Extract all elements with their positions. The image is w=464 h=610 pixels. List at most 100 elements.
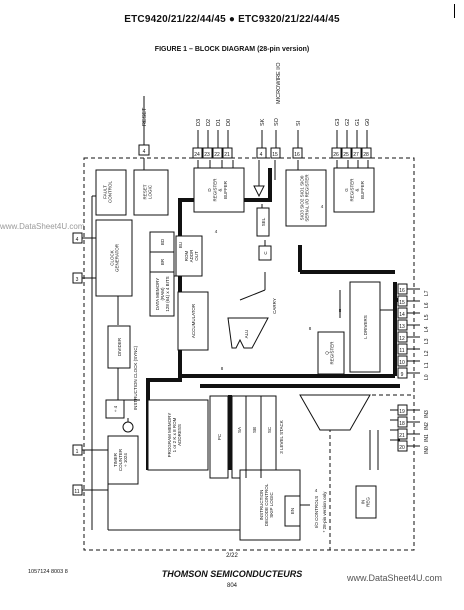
pin-left-top [72,232,83,244]
pin-num: 26 [333,152,339,158]
pin-num: 16 [399,288,405,294]
accumulator-block [177,291,209,351]
div4-label: ÷ 4 [113,405,118,412]
pin-num: 19 [399,409,405,415]
label-l2: L2 [424,350,430,356]
alu-label: ALU [244,330,249,339]
sb-label: SB [252,427,257,433]
clock-generator-label: CLOCKGENERATOR [109,243,119,272]
pin-num: 4 [260,152,263,158]
pin-num: 9 [401,372,404,378]
accumulator-label: ACCUMULATOR [191,303,196,338]
pin-num: 21 [224,152,230,158]
pin-num: 4 [143,149,146,155]
pin28-region [329,394,415,551]
label-d2: D2 [206,119,212,126]
label-l3: L3 [424,338,430,344]
alu-shape [227,317,269,349]
label-d3: D3 [196,119,202,126]
instruction-decode-label: INSTRUCTIONDECODE CONTROLSKIP LOGIC [259,483,274,526]
carry-label: CARRY [272,298,277,314]
footer-page-code: 804 [226,583,237,589]
pin-num: 12 [399,336,405,342]
pin-num: 22 [214,152,220,158]
label-l7: L7 [424,290,430,296]
en-block [284,495,301,527]
pc-label: PC [217,433,222,440]
stack-block [231,395,277,479]
watermark-left: www.DataSheet4U.com [0,222,85,231]
watermark-right: www.DataSheet4U.com [347,573,443,583]
l-drivers-block [349,281,381,373]
sc-label: SC [267,426,272,433]
pin-num: 14 [399,312,405,318]
g-register-label: GREGISTER&BUFFER [344,178,365,202]
bus-width-label: 4 [321,204,324,209]
pin-num: 15 [399,300,405,306]
d-register-label: DREGISTER&BUFFER [207,178,228,202]
clock-generator-block [95,219,133,297]
br-label: BR [160,258,165,265]
bu-label: BU [178,242,183,248]
data-memory-label: DATA MEMORY(RAM)128 (64) x 4 BITS [155,276,170,311]
instruction-clock-label: INSTRUCTION CLOCK (SYNC) [133,345,138,410]
pin-num: 3 [76,277,79,283]
pin-num: 28 [363,152,369,158]
fault-control-label: FAULTCONTROL [102,181,112,203]
label-g1: G1 [355,119,361,126]
label-in3: IN3 [424,410,430,418]
junction-icon [122,421,134,433]
bd-label: BD [160,238,165,245]
reset-logic-label: RESETLOGIC [142,184,152,199]
pin-left-mid [72,272,83,284]
pin-num: 10 [399,360,405,366]
pin-num: 16 [294,152,300,158]
pin-num: 18 [399,421,405,427]
sel-label: SEL [261,217,266,226]
label-in0: IN0 [424,446,430,454]
bus-width-label: 4 [215,229,218,234]
program-memory-block [147,399,209,471]
stack-label: 3 LEVEL STACK [279,420,284,454]
bus-width-label: 8 [221,366,224,371]
pin-num: 15 [272,152,278,158]
divider-label: DIVIDER [117,337,122,356]
label-g0: G0 [365,119,371,126]
pin-num: 27 [353,152,359,158]
page-header-title: ETC9420/21/22/44/45 ● ETC9320/21/22/44/4… [124,14,340,25]
pin-num: 25 [343,152,349,158]
sk-buffer-icon [253,185,265,198]
input-mux-shape [299,394,371,431]
pin-num: 23 [204,152,210,158]
en-label: EN [290,508,295,514]
fault-control-block [95,169,127,216]
pin-left-b [72,484,83,496]
label-l5: L5 [424,314,430,320]
q-register-label: QREGISTER [324,341,334,365]
label-in1: IN1 [424,434,430,442]
pin-num: 20 [399,445,405,451]
divider-block [107,325,131,369]
label-microwire: MICROWIRE I/O [276,62,282,104]
sa-label: SA [237,427,242,433]
page-number: 2/22 [226,553,238,559]
sel-block [256,207,270,237]
label-d1: D1 [216,119,222,126]
version-note-label: * 28-pin version only [322,491,327,533]
d-register-block [193,167,245,213]
label-g2: G2 [345,119,351,126]
in-reg-label: INREG [360,497,370,507]
footer-code-left: 1057124 8003 8 [28,569,68,575]
label-g3: G3 [335,119,341,126]
pc-block [209,395,229,479]
bus-width-label: 4 [315,488,318,493]
label-l0: L0 [424,374,430,380]
pin-num: 4 [76,237,79,243]
rom-addr-label: ROMADDROUT [184,249,199,263]
bus-width-label: 8 [309,326,312,331]
program-memory-label: PROGRAM MEMORY1 or 2 K x 8 ROMADDRESS [167,413,182,458]
pin-num: 11 [74,489,79,495]
label-so: SO [274,117,280,126]
g-register-block [333,167,375,213]
